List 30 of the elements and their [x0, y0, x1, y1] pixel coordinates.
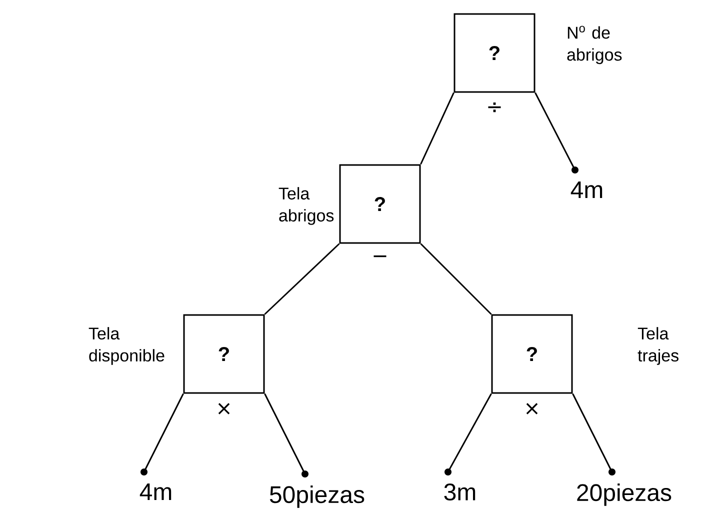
connector-line: [534, 92, 576, 170]
connector-line: [420, 92, 454, 165]
end-dot: [140, 468, 148, 476]
operation-symbol: ×: [218, 403, 230, 414]
value-label: 4m: [570, 182, 602, 198]
connector-line: [572, 393, 613, 472]
connector-line: [264, 393, 306, 474]
value-label: 50piezas: [270, 486, 364, 508]
value-label: 20piezas: [577, 484, 672, 506]
question-box: ?: [183, 314, 265, 394]
question-box: ?: [454, 13, 536, 93]
quantity-label: N$^{o}$ de abrigos: [567, 26, 622, 64]
connector-line: [420, 243, 492, 315]
quantity-label: Tela abrigos: [278, 187, 334, 225]
end-dot: [444, 468, 452, 476]
operation-symbol: −: [374, 255, 386, 258]
quantity-label: Tela disponible: [88, 327, 164, 365]
operation-symbol: ×: [526, 403, 538, 414]
connector-line: [143, 393, 184, 472]
end-dot: [608, 468, 616, 476]
value-label: 4m: [140, 484, 172, 500]
connector-line: [447, 393, 492, 472]
operation-symbol: ÷: [488, 102, 501, 112]
value-label: 3m: [444, 484, 476, 501]
end-dot: [572, 166, 578, 174]
question-box: ?: [491, 314, 573, 394]
connector-line: [264, 243, 340, 315]
quantity-label: Tela trajes: [638, 327, 678, 365]
question-box: ?: [339, 164, 421, 244]
end-dot: [302, 470, 308, 478]
